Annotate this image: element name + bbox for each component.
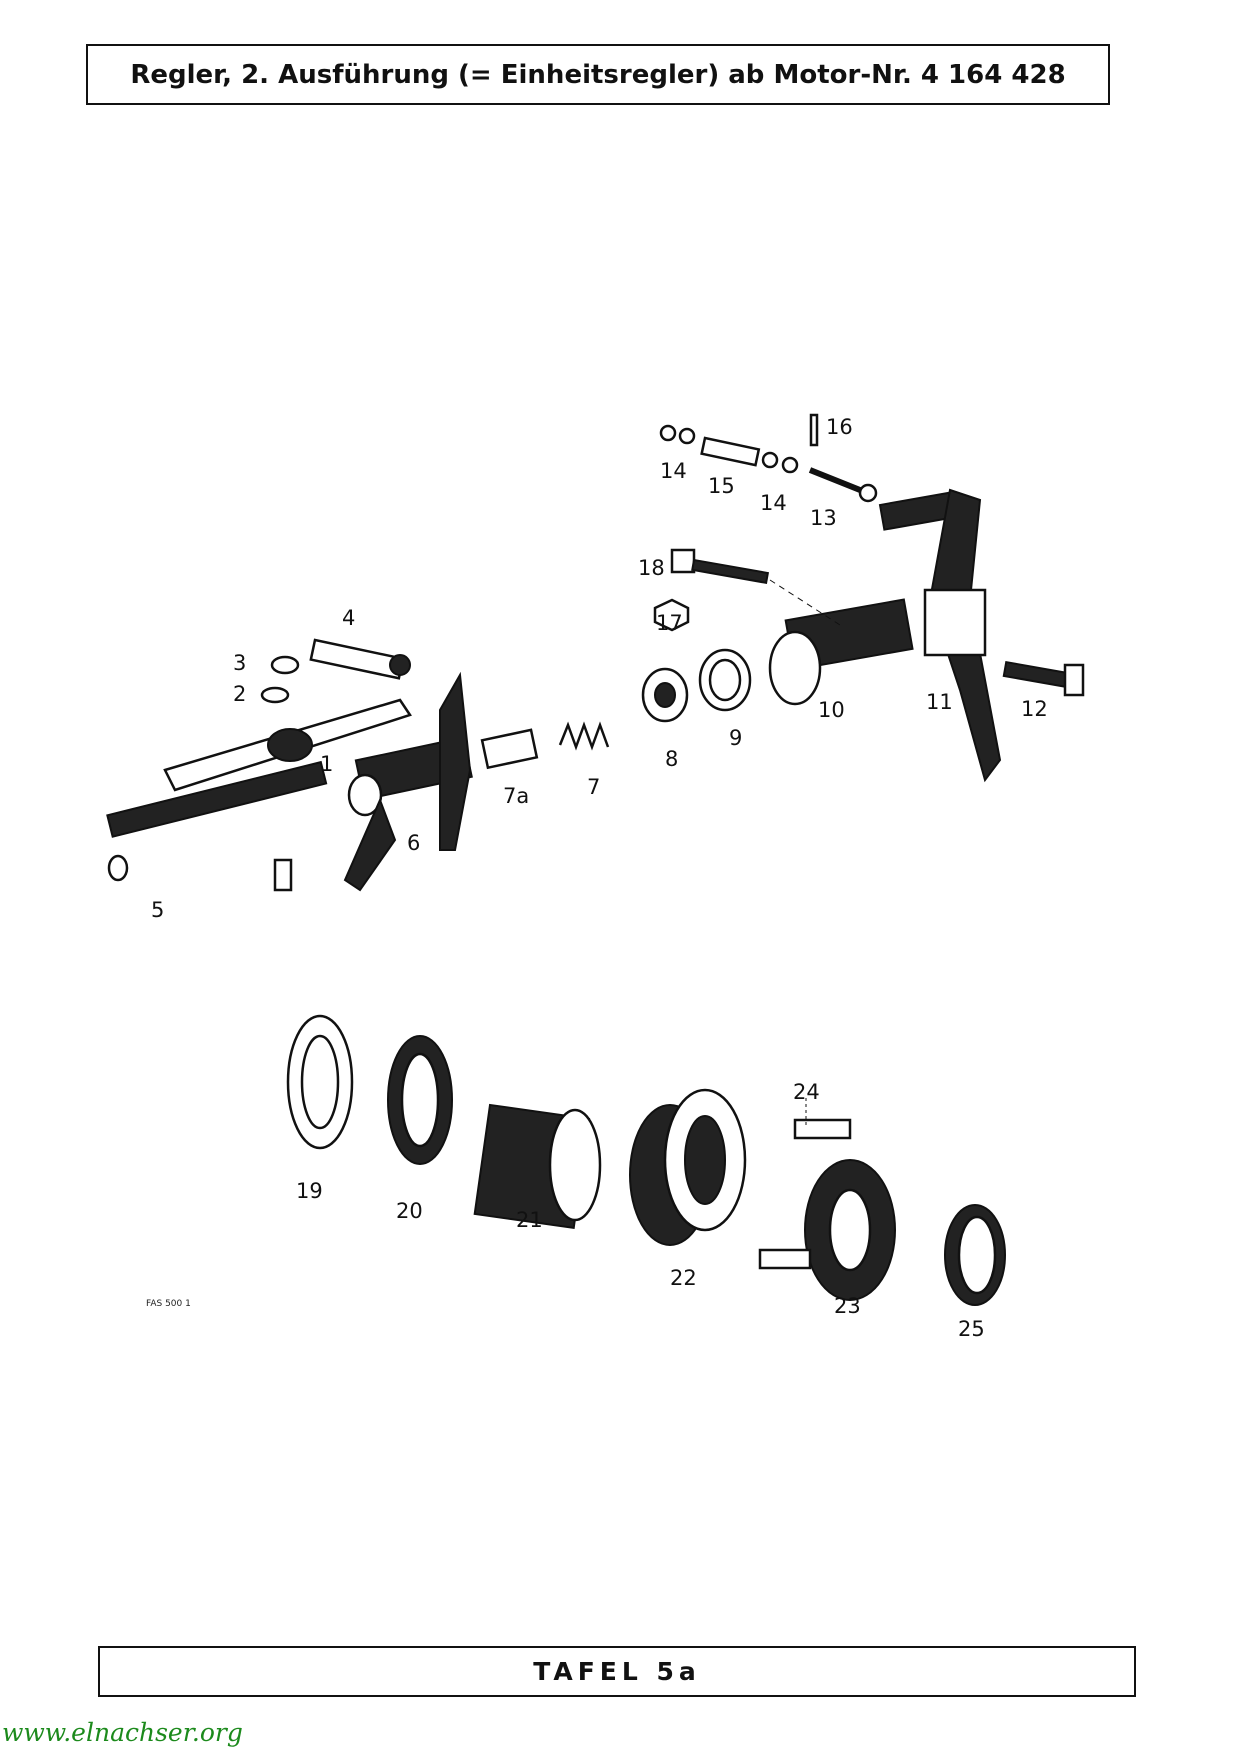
part-12-bolt <box>1002 660 1085 697</box>
part-11-lever <box>878 488 1002 783</box>
part-8-nut <box>641 667 689 723</box>
part-5-shaft <box>106 760 328 882</box>
label-20: 20 <box>396 1199 423 1223</box>
label-15: 15 <box>708 474 735 498</box>
label-24: 24 <box>793 1080 820 1104</box>
title-box: Regler, 2. Ausführung (= Einheitsregler)… <box>86 44 1110 105</box>
pin <box>273 858 293 892</box>
plate-number: TAFEL 5a <box>533 1657 701 1686</box>
part-17-nut <box>653 598 690 632</box>
label-3: 3 <box>233 651 246 675</box>
part-9-ring <box>698 648 752 712</box>
part-2-washer <box>260 686 290 704</box>
part-16-splitpin <box>809 413 819 447</box>
label-5: 5 <box>151 898 164 922</box>
part-18-screw <box>670 548 841 626</box>
label-23: 23 <box>834 1294 861 1318</box>
part-7-spring <box>558 721 610 751</box>
part-1-lever <box>163 698 412 792</box>
label-19: 19 <box>296 1179 323 1203</box>
label-18: 18 <box>638 556 665 580</box>
page-title: Regler, 2. Ausführung (= Einheitsregler)… <box>130 59 1066 90</box>
label-4: 4 <box>342 606 355 630</box>
part-19-washer <box>286 1014 354 1150</box>
label-1: 1 <box>320 752 333 776</box>
label-10: 10 <box>818 698 845 722</box>
drawing-code: FAS 500 1 <box>146 1299 191 1309</box>
watermark: www.elnachser.org <box>2 1718 243 1747</box>
part-3-clip <box>270 655 300 675</box>
label-22: 22 <box>670 1266 697 1290</box>
label-7a: 7a <box>503 784 529 808</box>
label-21: 21 <box>516 1208 543 1232</box>
part-6-fork <box>343 671 473 892</box>
label-12: 12 <box>1021 697 1048 721</box>
part-20-bearing <box>387 1035 453 1165</box>
label-14: 14 <box>660 459 687 483</box>
part-25-ring <box>944 1204 1006 1306</box>
part-23-governor-fork <box>758 1118 896 1301</box>
label-2: 2 <box>233 682 246 706</box>
part-14-washers <box>659 424 799 474</box>
part-15-spring <box>700 436 761 467</box>
label-7: 7 <box>587 775 600 799</box>
label-8: 8 <box>665 747 678 771</box>
plate-box: TAFEL 5a <box>98 1646 1136 1697</box>
part-22-spool <box>629 1088 747 1246</box>
part-4-link <box>309 638 411 680</box>
part-10-sleeve <box>768 598 914 706</box>
label-11: 11 <box>926 690 953 714</box>
label-13: 13 <box>810 506 837 530</box>
part-7a-sleeve <box>480 728 539 770</box>
label-14: 14 <box>760 491 787 515</box>
part-21-bush <box>473 1103 602 1229</box>
part-13-pin <box>808 467 878 503</box>
label-25: 25 <box>958 1317 985 1341</box>
label-16: 16 <box>826 415 853 439</box>
label-6: 6 <box>407 831 420 855</box>
label-17: 17 <box>656 611 683 635</box>
label-9: 9 <box>729 726 742 750</box>
